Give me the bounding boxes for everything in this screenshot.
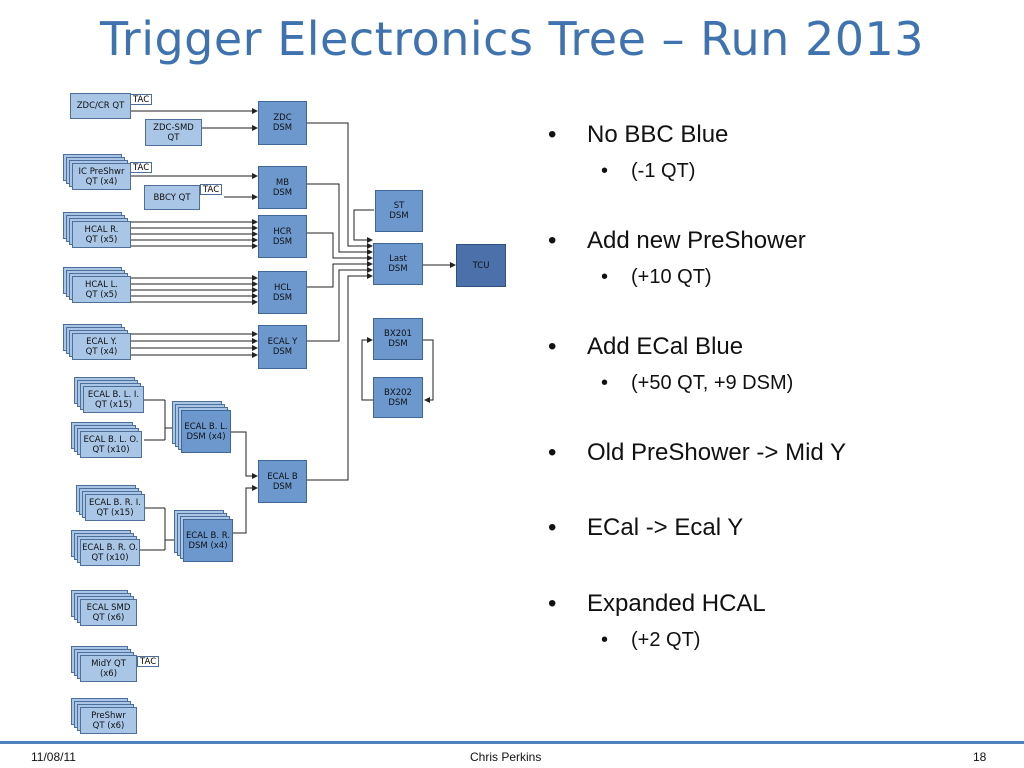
tcu-box: TCU (456, 244, 506, 287)
footer-divider (0, 741, 1024, 744)
slide-title: Trigger Electronics Tree – Run 2013 (99, 12, 925, 66)
midy-qt-box: MidY QT(x6) (80, 655, 137, 682)
bbcy-qt-box: BBCY QT (144, 185, 200, 210)
ecal-y-qt-box: ECAL Y.QT (x4) (72, 333, 131, 360)
bbcy-tac-label: TAC (200, 184, 223, 195)
ecal-br-dsm-box: ECAL B. R.DSM (x4) (183, 519, 233, 562)
footer-page-number: 18 (973, 750, 987, 764)
midy-tac-label: TAC (137, 656, 160, 667)
ecal-bli-qt-box: ECAL B. L. I.QT (x15) (83, 386, 144, 413)
footer-date: 11/08/11 (31, 750, 76, 764)
ic-preshwr-tac-label: TAC (130, 162, 153, 173)
footer-author: Chris Perkins (470, 750, 542, 764)
ecal-blo-qt-box: ECAL B. L. O.QT (x10) (80, 431, 142, 458)
zdc-cr-qt-box: ZDC/CR QT (70, 93, 131, 119)
zdc-cr-qt-label: ZDC/CR QT (76, 101, 125, 111)
hcal-l-qt-box: HCAL L.QT (x5) (72, 276, 131, 303)
ecal-bro-qt-box: ECAL B. R. O.QT (x10) (80, 539, 140, 566)
zdc-cr-tac-label: TAC (130, 94, 153, 105)
ecal-bri-qt-box: ECAL B. R. I.QT (x15) (85, 494, 145, 521)
hcal-r-qt-box: HCAL R.QT (x5) (72, 221, 131, 248)
ecal-bl-dsm-box: ECAL B. L.DSM (x4) (181, 410, 231, 453)
